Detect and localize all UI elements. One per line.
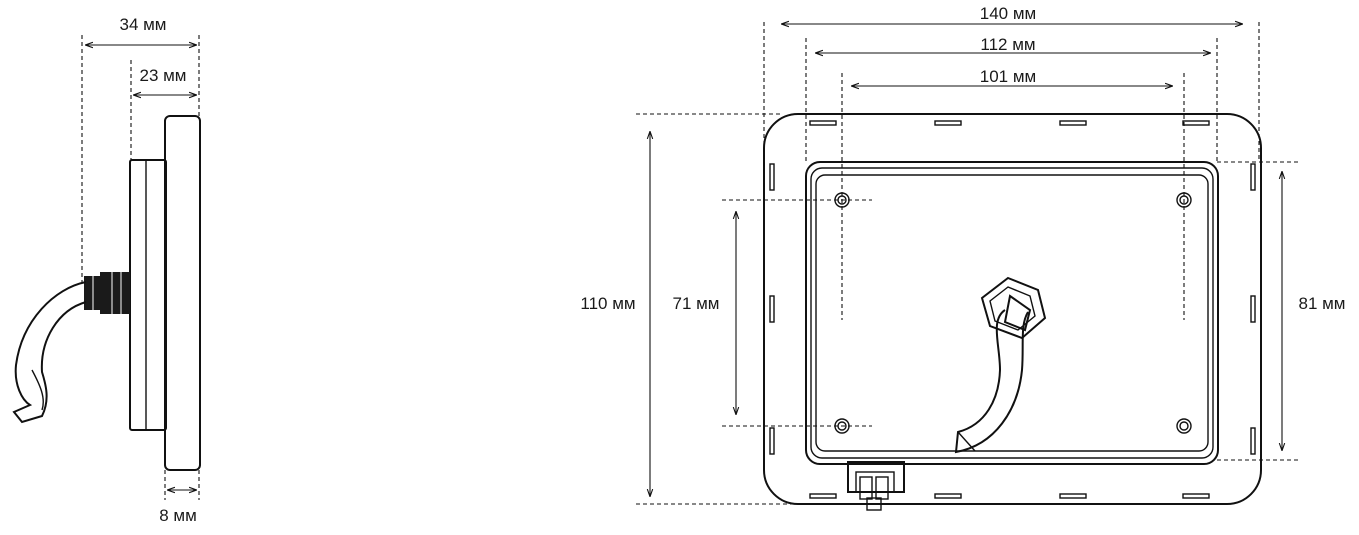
front-bottom-connector (847, 461, 905, 511)
side-cable-gland (84, 272, 130, 314)
dim-width-inner: 112 мм (980, 35, 1035, 54)
dim-height-inner: 81 мм (1298, 294, 1345, 313)
dim-height-total: 110 мм (580, 294, 635, 313)
dim-hole-spacing-v: 71 мм (672, 294, 719, 313)
dim-depth-body: 23 мм (139, 66, 186, 85)
front-inner-frame (805, 161, 1219, 465)
side-front-plate (164, 115, 201, 471)
front-outer-frame (763, 113, 1262, 505)
dim-front-thickness: 8 мм (159, 506, 197, 525)
side-view: 34 мм 23 мм 8 мм (12, 15, 201, 525)
dim-hole-spacing-h: 101 мм (980, 67, 1036, 86)
side-cable (12, 281, 87, 424)
front-hex-nut (980, 276, 1047, 340)
front-view: 140 мм 112 мм 101 мм 110 мм 71 мм 81 мм (580, 4, 1346, 511)
side-body (129, 159, 167, 431)
mounting-holes (834, 192, 1192, 434)
dim-depth-total: 34 мм (119, 15, 166, 34)
front-slots (769, 120, 1256, 499)
dim-width-total: 140 мм (980, 4, 1036, 23)
front-cable (954, 309, 1029, 454)
